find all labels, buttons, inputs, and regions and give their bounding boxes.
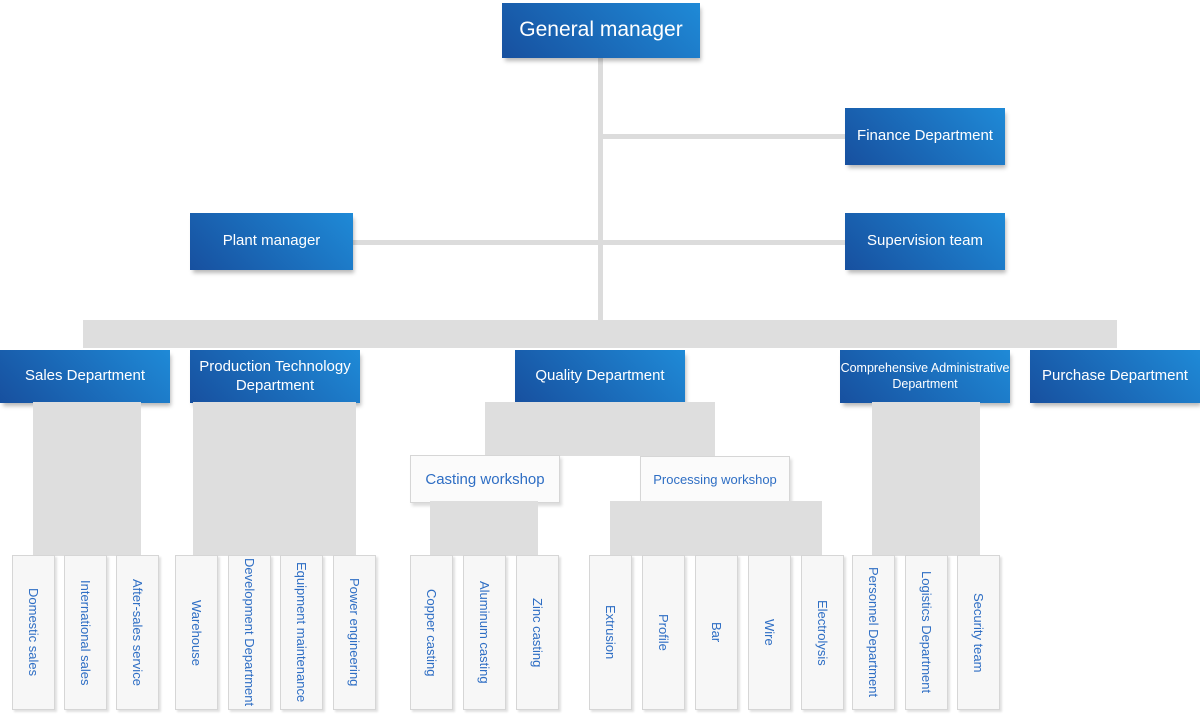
leaf-zinc-casting: Zinc casting — [516, 555, 559, 710]
node-sales-department: Sales Department — [0, 350, 170, 403]
node-purchase-department: Purchase Department — [1030, 350, 1200, 403]
leaf-label: Wire — [762, 619, 777, 646]
connector-processing-trunk — [610, 501, 822, 556]
connector-admin-trunk — [872, 402, 980, 556]
leaf-label: Zinc casting — [530, 597, 545, 668]
leaf-label: Domestic sales — [26, 588, 41, 677]
leaf-label: Development Department — [242, 558, 257, 707]
node-label: Casting workshop — [425, 470, 545, 488]
node-comprehensive-administrative-department: Comprehensive Administrative Department — [840, 350, 1010, 403]
node-label: Comprehensive Administrative Department — [840, 360, 1010, 391]
node-casting-workshop: Casting workshop — [410, 455, 560, 503]
connector-production-trunk — [193, 402, 356, 556]
leaf-extrusion: Extrusion — [589, 555, 632, 710]
leaf-personnel-department: Personnel Department — [852, 555, 895, 710]
node-label: Processing workshop — [653, 471, 777, 487]
node-label: Supervision team — [867, 232, 983, 250]
leaf-label: After-sales service — [130, 579, 145, 686]
leaf-after-sales-service: After-sales service — [116, 555, 159, 710]
leaf-label: Bar — [709, 622, 724, 643]
node-processing-workshop: Processing workshop — [640, 456, 790, 502]
leaf-label: Equipment maintenance — [294, 562, 309, 703]
node-finance-department: Finance Department — [845, 108, 1005, 165]
leaf-aluminum-casting: Aluminum casting — [463, 555, 506, 710]
leaf-label: Copper casting — [424, 588, 439, 677]
node-general-manager: General manager — [502, 3, 700, 58]
leaf-label: Profile — [656, 614, 671, 651]
connector-plant-supervision — [351, 240, 845, 245]
leaf-domestic-sales: Domestic sales — [12, 555, 55, 710]
leaf-development-department: Development Department — [228, 555, 271, 710]
leaf-security-team: Security team — [957, 555, 1000, 710]
leaf-label: Logistics Department — [919, 571, 934, 694]
leaf-equipment-maintenance: Equipment maintenance — [280, 555, 323, 710]
leaf-label: Electrolysis — [815, 599, 830, 666]
connector-root-vertical — [598, 55, 603, 321]
node-label: Sales Department — [24, 367, 146, 385]
leaf-label: Warehouse — [189, 599, 204, 666]
leaf-bar: Bar — [695, 555, 738, 710]
leaf-label: Security team — [971, 592, 986, 673]
leaf-logistics-department: Logistics Department — [905, 555, 948, 710]
connector-casting-trunk — [430, 501, 538, 556]
node-label: Finance Department — [857, 127, 993, 145]
leaf-profile: Profile — [642, 555, 685, 710]
leaf-wire: Wire — [748, 555, 791, 710]
leaf-label: Power engineering — [347, 578, 362, 687]
node-production-technology-department: Production Technology Department — [190, 350, 360, 403]
leaf-label: Aluminum casting — [477, 581, 492, 684]
leaf-label: Personnel Department — [866, 567, 881, 698]
leaf-warehouse: Warehouse — [175, 555, 218, 710]
leaf-electrolysis: Electrolysis — [801, 555, 844, 710]
node-label: Production Technology Department — [199, 357, 351, 394]
connector-departments-bar — [83, 320, 1117, 348]
node-label: Plant manager — [222, 232, 321, 250]
leaf-international-sales: International sales — [64, 555, 107, 710]
leaf-power-engineering: Power engineering — [333, 555, 376, 710]
node-label: Quality Department — [535, 367, 665, 385]
connector-finance — [600, 134, 845, 139]
leaf-label: International sales — [78, 579, 93, 686]
node-label: Purchase Department — [1042, 367, 1188, 385]
leaf-label: Extrusion — [603, 605, 618, 660]
connector-sales-trunk — [33, 402, 141, 556]
leaf-copper-casting: Copper casting — [410, 555, 453, 710]
connector-quality-trunk — [485, 402, 715, 456]
node-label: General manager — [519, 18, 683, 42]
node-quality-department: Quality Department — [515, 350, 685, 403]
node-supervision-team: Supervision team — [845, 213, 1005, 270]
node-plant-manager: Plant manager — [190, 213, 353, 270]
